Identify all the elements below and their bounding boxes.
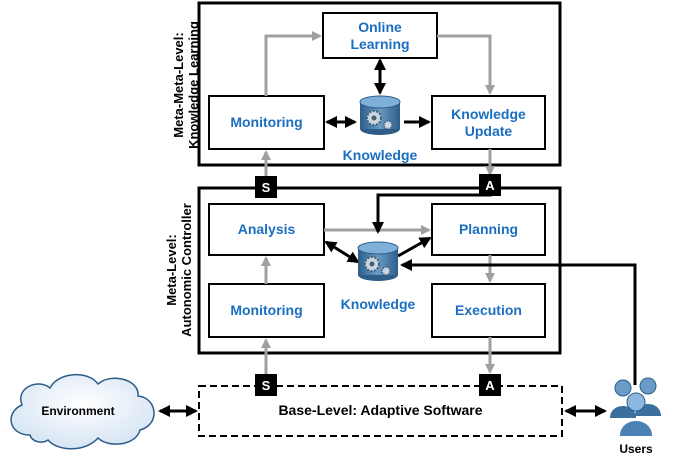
environment-label: Environment [41,404,115,418]
analysis-label: Analysis [237,221,296,237]
base-level-label: Base-Level: Adaptive Software [278,402,483,418]
arrow-users-to-knowledge [400,259,637,385]
knowledge-update-label: Knowledge Update [451,105,526,139]
planning-box [431,203,546,256]
base-actuator-tag: A [479,374,501,396]
execution-label: Execution [455,302,522,318]
base-sensor-tag: S [255,374,277,396]
meta-level-frame [197,186,562,355]
arrow-analysis-knowledge [324,240,360,264]
arrow-learning-to-update [437,34,495,95]
meta-meta-level-title: Meta-Meta-Level: Knowledge Learning [171,21,201,149]
meta-meta-level-frame [197,1,562,167]
arrow-monitoring-to-learning [264,31,322,96]
mm-monitoring-box [208,95,325,150]
environment-cloud-icon [10,373,155,450]
mm-knowledge-db-icon [359,95,401,135]
planning-label: Planning [458,221,519,237]
online-learning-label: Online Learning [350,18,410,52]
mm-actuator-tag: A [479,174,501,196]
users-icon [610,377,661,436]
meta-level-title: Meta-Level: Autonomic Controller [164,203,194,337]
execution-box [431,283,546,338]
users-label: Users [619,442,653,456]
online-learning-box [322,12,438,59]
mm-monitoring-label: Monitoring [230,114,303,130]
ml-monitoring-label: Monitoring [230,302,303,318]
base-level-frame [198,385,563,437]
arrow-knowledge-to-planning [397,236,432,258]
ml-monitoring-box [208,283,325,338]
ml-knowledge-label: Knowledge [340,295,416,312]
ml-knowledge-db-icon [357,241,399,281]
mm-knowledge-label: Knowledge [342,146,418,163]
mm-sensor-tag: S [255,176,277,198]
